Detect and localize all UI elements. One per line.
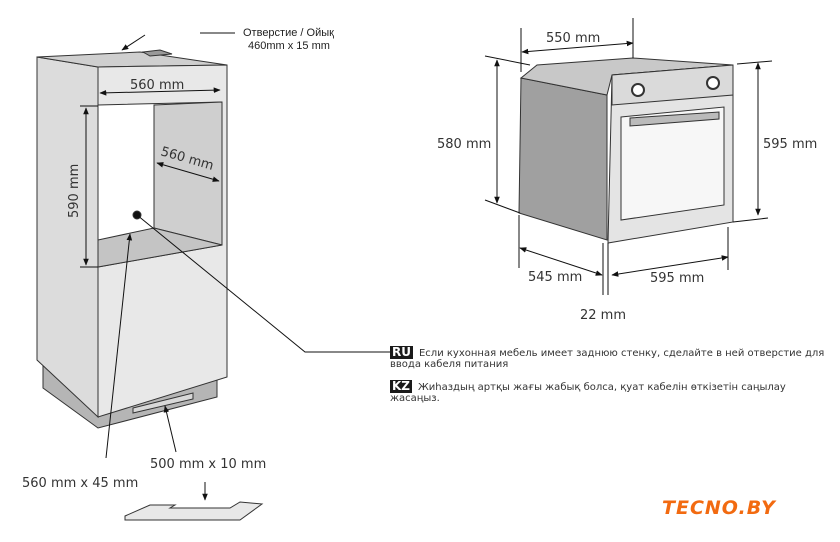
note-kz-text: Жиһаздың артқы жағы жабық болса, қуат ка…: [390, 382, 786, 404]
oven-drawing: [518, 57, 734, 244]
cabinet-drawing: [36, 49, 228, 429]
cabinet-dimension-lines: [80, 32, 390, 501]
board-drawing: [124, 501, 264, 521]
oven-front-width: 595 mm: [650, 271, 704, 286]
bottom-opening-size: 560 mm x 45 mm: [22, 476, 138, 491]
hole-size: 460mm x 15 mm: [248, 40, 330, 52]
oven-depth-top: 550 mm: [546, 31, 600, 46]
lang-badge-ru: RU: [390, 345, 413, 359]
tecno-logo: TECNO.BY: [662, 497, 776, 519]
hole-label: Отверстие / Ойық: [243, 27, 334, 39]
oven-side-depth: 545 mm: [528, 270, 582, 285]
cabinet-width: 560 mm: [130, 78, 184, 93]
cabinet-height: 590 mm: [67, 164, 82, 218]
oven-dimension-lines: [484, 18, 773, 295]
lang-badge-kz: KZ: [390, 379, 412, 393]
oven-front-height: 595 mm: [763, 137, 817, 152]
oven-side-height: 580 mm: [437, 137, 491, 152]
oven-door-thickness: 22 mm: [580, 308, 626, 323]
plinth-vent-size: 500 mm x 10 mm: [150, 457, 266, 472]
note-ru-text: Если кухонная мебель имеет заднюю стенку…: [390, 348, 825, 370]
